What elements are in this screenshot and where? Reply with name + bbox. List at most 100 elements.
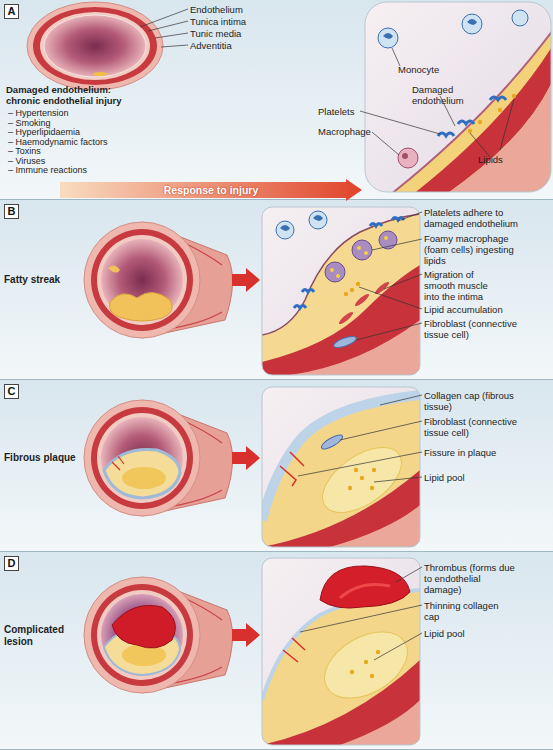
leader-line bbox=[398, 212, 422, 221]
leader-line bbox=[372, 239, 422, 250]
thrombus-highlight bbox=[340, 585, 390, 599]
lipid-dot bbox=[356, 282, 360, 286]
zoom-frame bbox=[262, 207, 420, 375]
zoom-frame bbox=[262, 387, 420, 547]
layer-label: Endothelium bbox=[190, 4, 280, 15]
media-layer bbox=[262, 470, 420, 547]
lipid-dot bbox=[370, 674, 374, 678]
lipid-dot bbox=[370, 486, 374, 490]
adventitia-layer bbox=[330, 505, 420, 547]
stage-caption: Complicated lesion bbox=[4, 624, 80, 648]
monocyte-cell bbox=[378, 28, 398, 48]
leader-line bbox=[356, 323, 422, 340]
part-label: Fissure in plaque bbox=[424, 447, 534, 458]
risk-item: – Viruses bbox=[8, 156, 133, 166]
smooth-muscle-cell bbox=[337, 310, 354, 325]
monocyte-cell bbox=[462, 14, 482, 34]
cell-nucleus bbox=[402, 153, 408, 159]
cell-nucleus bbox=[383, 33, 393, 39]
risk-item: – Smoking bbox=[8, 118, 133, 128]
smooth-muscle-cell bbox=[373, 280, 390, 295]
media-layer bbox=[262, 265, 420, 375]
fibrous-plaque bbox=[104, 449, 180, 498]
platelet-cluster bbox=[490, 97, 506, 100]
plaque-fissure bbox=[280, 452, 304, 486]
zoom-view bbox=[262, 387, 420, 547]
panel-letter: A bbox=[4, 4, 19, 19]
part-label: Fibroblast (connective tissue cell) bbox=[424, 318, 534, 340]
panel-band: CFibrous plaque bbox=[0, 380, 553, 552]
lipid-dot bbox=[372, 468, 376, 472]
panel-background bbox=[0, 552, 553, 750]
lumen bbox=[44, 15, 146, 77]
lumen-area bbox=[262, 558, 420, 745]
lipid-dot bbox=[376, 650, 380, 654]
leader-line bbox=[340, 421, 422, 440]
leader-line bbox=[470, 133, 490, 157]
intima-layer bbox=[262, 214, 420, 375]
panel-letter: D bbox=[4, 556, 19, 571]
intima-layer bbox=[390, 30, 551, 192]
part-label: Lipid accumulation bbox=[424, 304, 534, 315]
leader-line bbox=[140, 9, 188, 27]
leader-line bbox=[148, 21, 188, 31]
lipid-dot bbox=[384, 236, 388, 240]
lipid-spot bbox=[93, 72, 107, 76]
lipid-dot bbox=[348, 486, 352, 490]
part-label: Migration of smooth muscle into the inti… bbox=[424, 269, 499, 302]
lipid-dot bbox=[350, 670, 354, 674]
stage-caption: Fatty streak bbox=[4, 274, 80, 286]
adventitia-ring bbox=[27, 2, 163, 90]
risk-item: – Immune reactions bbox=[8, 165, 133, 175]
part-label: Thinning collagen cap bbox=[424, 600, 509, 622]
lipid-dot bbox=[512, 94, 516, 98]
lipid-dot bbox=[498, 108, 502, 112]
intima-ring bbox=[40, 12, 150, 80]
zoom-view bbox=[365, 2, 551, 192]
lumen-area bbox=[262, 207, 420, 375]
lipid-pool bbox=[122, 467, 166, 489]
part-label: Fibroblast (connective tissue cell) bbox=[424, 416, 534, 438]
zoom-arrow bbox=[232, 268, 260, 292]
stage-caption: Fibrous plaque bbox=[4, 452, 80, 464]
risk-item: – Hypertension bbox=[8, 108, 133, 118]
endothelium-line bbox=[390, 30, 551, 192]
monocyte-cell bbox=[309, 211, 327, 229]
lipid-dot bbox=[350, 288, 354, 292]
lipid-dot bbox=[364, 251, 368, 255]
zoom-frame bbox=[262, 558, 420, 745]
lipid-dot bbox=[357, 246, 361, 250]
plaque-fissure bbox=[283, 638, 305, 662]
risk-item: – Toxins bbox=[8, 146, 133, 156]
part-label: Lipids bbox=[478, 154, 518, 165]
smooth-muscle-cell bbox=[353, 292, 370, 307]
adventitia-layer bbox=[262, 320, 420, 375]
lumen bbox=[101, 417, 183, 499]
fibroblast-cell bbox=[320, 433, 345, 452]
panel-background bbox=[0, 200, 553, 380]
leader-line bbox=[380, 395, 422, 405]
intima-layer bbox=[262, 590, 420, 745]
leader-line bbox=[396, 567, 422, 582]
lumen bbox=[101, 239, 183, 321]
platelet-cluster bbox=[302, 290, 314, 293]
fibroblast-cell bbox=[332, 334, 357, 350]
list-heading: Damaged endothelium: chronic endothelial… bbox=[6, 84, 136, 106]
leader-line bbox=[298, 452, 422, 476]
risk-item: – Haemodynamic factors bbox=[8, 137, 133, 147]
lumen-area bbox=[262, 387, 420, 547]
risk-item: – Hyperlipidaemia bbox=[8, 127, 133, 137]
zoom-arrow bbox=[232, 623, 260, 647]
leader-line bbox=[374, 477, 422, 482]
lipid-dot bbox=[336, 274, 340, 278]
thrombus bbox=[112, 605, 175, 648]
lumen bbox=[101, 594, 183, 676]
part-label: Platelets bbox=[318, 106, 363, 117]
layer-label: Tunica intima bbox=[190, 16, 280, 27]
platelet-cluster bbox=[370, 224, 382, 227]
panel-letter: B bbox=[4, 204, 19, 219]
part-label: Collagen cap (fibrous tissue) bbox=[424, 390, 524, 412]
arrow-body bbox=[60, 179, 362, 201]
fatty-streak-plaque bbox=[108, 265, 120, 272]
